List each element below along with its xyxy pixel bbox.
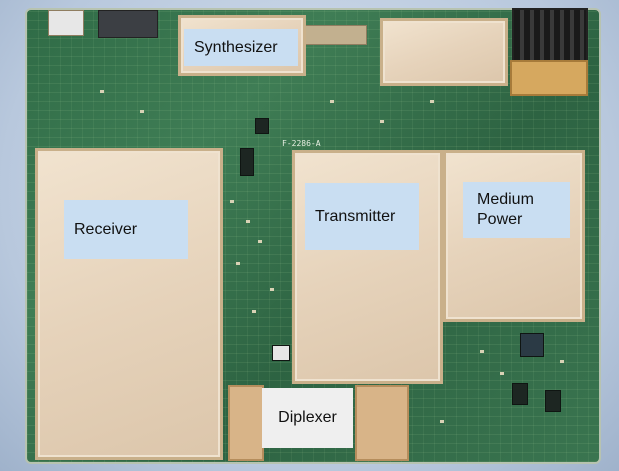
smd-component (480, 350, 484, 353)
ic-chip (520, 333, 544, 357)
receiver-shield (35, 148, 223, 460)
medium-power-label: Medium Power (463, 182, 570, 238)
smd-component (330, 100, 334, 103)
diplexer-label: Diplexer (262, 388, 353, 448)
top-connector-db (98, 10, 158, 38)
top-right-shield (380, 18, 508, 86)
diplexer-pad-right (355, 385, 409, 461)
ic-chip (272, 345, 290, 361)
ic-chip (545, 390, 561, 412)
smd-component (246, 220, 250, 223)
smd-component (230, 200, 234, 203)
smd-component (140, 110, 144, 113)
smd-component (270, 288, 274, 291)
board-part-number: F-2286-A (282, 139, 321, 148)
top-connector-left (48, 10, 84, 36)
medium-power-label-line1: Medium (477, 191, 534, 208)
power-regulator (510, 60, 588, 96)
receiver-label: Receiver (64, 200, 188, 259)
ic-chip (255, 118, 269, 134)
ic-chip (512, 383, 528, 405)
smd-component (430, 100, 434, 103)
ic-chip (240, 148, 254, 176)
smd-component (252, 310, 256, 313)
smd-component (380, 120, 384, 123)
smd-component (560, 360, 564, 363)
synth-header-connector (305, 25, 367, 45)
synthesizer-label: Synthesizer (184, 29, 298, 66)
smd-component (236, 262, 240, 265)
smd-component (500, 372, 504, 375)
medium-power-label-line2: Power (477, 211, 523, 228)
smd-component (440, 420, 444, 423)
smd-component (100, 90, 104, 93)
transmitter-label: Transmitter (305, 183, 419, 250)
smd-component (258, 240, 262, 243)
diplexer-pad-left (228, 385, 264, 461)
